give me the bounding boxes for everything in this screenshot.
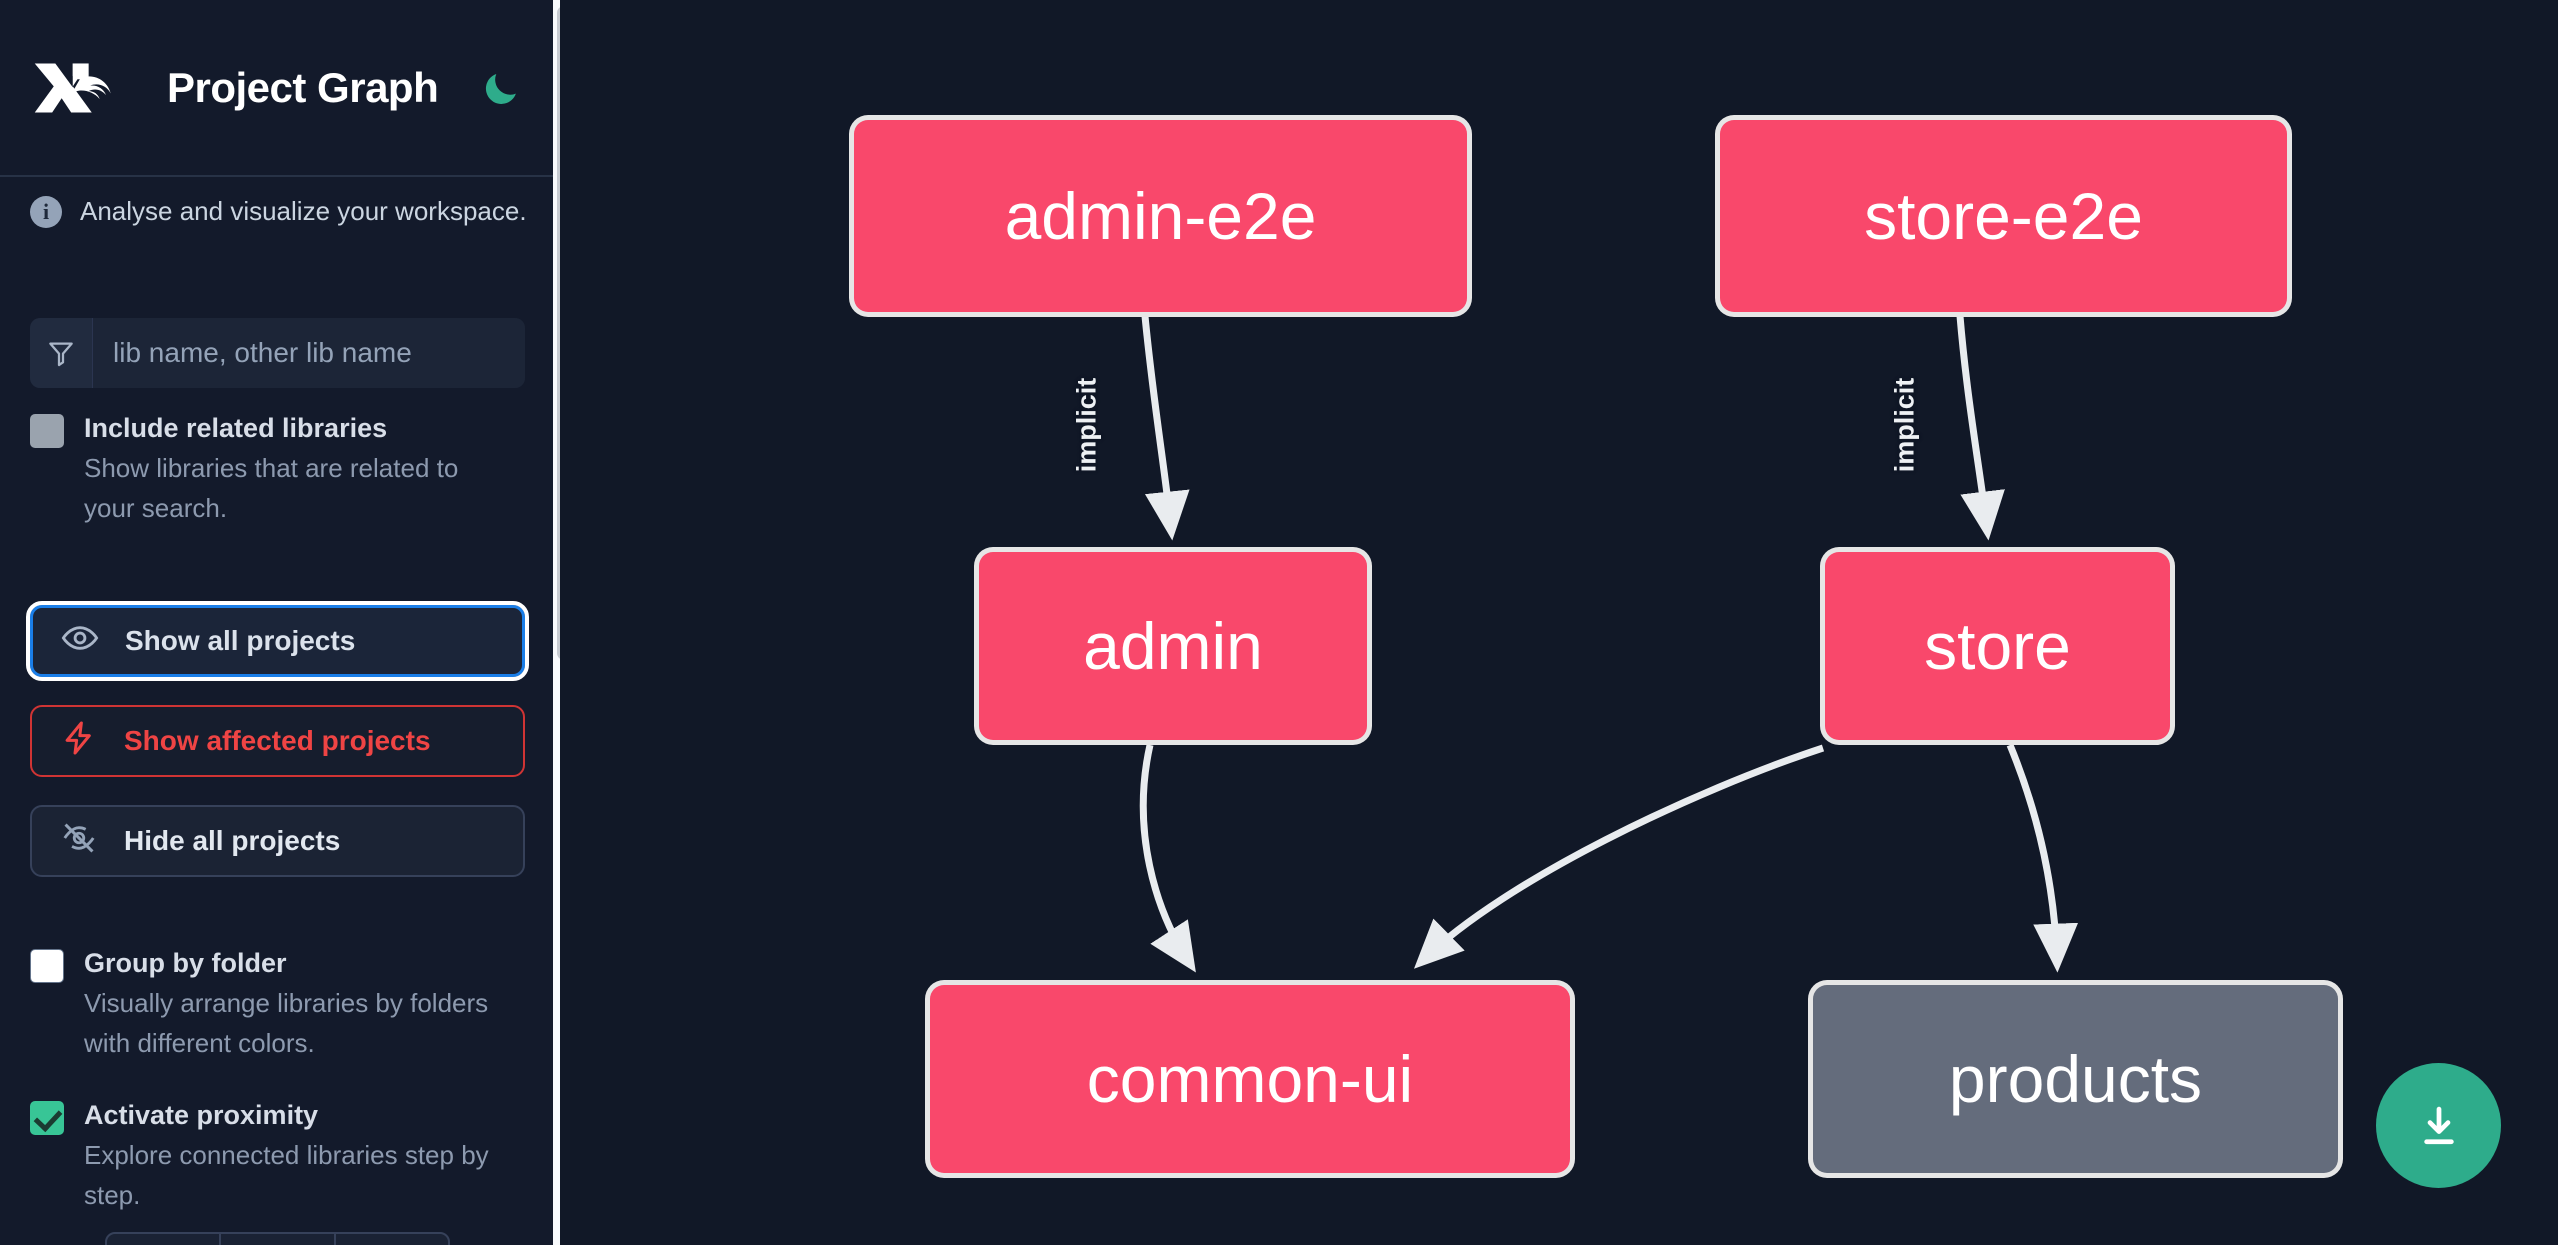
moon-icon[interactable] xyxy=(478,65,524,111)
checkbox-description-group-by-folder: Visually arrange libraries by folders wi… xyxy=(84,988,489,1058)
checkbox-description-include-related-libraries: Show libraries that are related to your … xyxy=(84,453,459,523)
checkbox-label-include-related-libraries: Include related libraries xyxy=(84,413,388,443)
download-button[interactable] xyxy=(2376,1063,2501,1188)
hide-all-projects-button[interactable]: Hide all projects xyxy=(30,805,525,877)
node-label: common-ui xyxy=(1086,1042,1414,1116)
lightning-icon xyxy=(60,719,98,764)
segment-1[interactable] xyxy=(107,1234,222,1245)
checkbox-row-activate-proximity[interactable]: Activate proximity Explore connected lib… xyxy=(30,1097,530,1215)
sidebar-scrollbar-thumb[interactable] xyxy=(557,6,560,660)
graph-node-products[interactable]: products xyxy=(1813,985,2338,1173)
eye-slash-icon xyxy=(60,819,98,864)
eye-icon xyxy=(61,619,99,664)
checkbox-activate-proximity[interactable] xyxy=(30,1101,64,1135)
sidebar: Project Graph i Analyse and visualize yo… xyxy=(0,0,560,1245)
segment-2[interactable] xyxy=(221,1234,336,1245)
graph-node-common-ui[interactable]: common-ui xyxy=(930,985,1570,1173)
segment-3[interactable] xyxy=(336,1234,448,1245)
segmented-button-group[interactable] xyxy=(105,1232,450,1245)
show-affected-projects-button[interactable]: Show affected projects xyxy=(30,705,525,777)
node-label: store-e2e xyxy=(1864,179,2143,253)
graph-node-store-e2e[interactable]: store-e2e xyxy=(1720,120,2287,312)
edge-store-products xyxy=(2006,743,2079,973)
edge-label-store-e2e-store: implicit xyxy=(1889,377,1920,473)
download-icon xyxy=(2423,1106,2454,1144)
sidebar-header: Project Graph xyxy=(0,0,553,175)
checkbox-label-activate-proximity: Activate proximity xyxy=(84,1100,319,1130)
search-box[interactable] xyxy=(30,318,525,388)
checkbox-group-by-folder[interactable] xyxy=(30,949,64,983)
hide-all-projects-label: Hide all projects xyxy=(124,825,341,856)
node-label: store xyxy=(1924,609,2071,683)
show-affected-projects-label: Show affected projects xyxy=(124,725,431,756)
tagline-text: Analyse and visualize your workspace. xyxy=(80,196,527,226)
checkbox-label-group-by-folder: Group by folder xyxy=(84,948,287,978)
edge-admin-admin-ui xyxy=(1139,744,1196,973)
search-input[interactable] xyxy=(93,318,525,388)
edge-store-common-ui xyxy=(1413,744,1825,969)
show-all-projects-button[interactable]: Show all projects xyxy=(26,601,529,681)
graph-node-admin[interactable]: admin xyxy=(979,552,1367,740)
checkbox-row-include-related-libraries[interactable]: Include related libraries Show libraries… xyxy=(30,410,530,528)
checkbox-description-activate-proximity: Explore connected libraries step by step… xyxy=(84,1140,489,1210)
node-label: admin-e2e xyxy=(1004,179,1317,253)
edge-admin-e2e-admin xyxy=(1141,315,1190,541)
node-label: products xyxy=(1948,1042,2203,1116)
sidebar-scrollbar-track[interactable] xyxy=(553,0,560,1245)
graph-canvas[interactable]: admin-e2e store-e2e admin store common-u… xyxy=(575,0,2558,1245)
graph-edges xyxy=(1139,315,2079,973)
show-all-projects-label: Show all projects xyxy=(125,625,356,656)
workspace-tagline: i Analyse and visualize your workspace. xyxy=(30,194,530,228)
info-icon: i xyxy=(30,196,62,228)
filter-icon xyxy=(30,318,93,388)
sidebar-divider xyxy=(0,175,553,177)
checkbox-row-group-by-folder[interactable]: Group by folder Visually arrange librari… xyxy=(30,945,530,1063)
edge-label-admin-e2e-admin: implicit xyxy=(1071,377,1102,473)
page-title: Project Graph xyxy=(167,63,439,111)
graph-node-store[interactable]: store xyxy=(1825,552,2170,740)
checkbox-include-related-libraries[interactable] xyxy=(30,414,64,448)
edge-store-e2e-store xyxy=(1956,315,2005,541)
graph-node-admin-e2e[interactable]: admin-e2e xyxy=(854,120,1467,312)
nx-logo xyxy=(30,57,125,119)
node-label: admin xyxy=(1083,609,1263,683)
